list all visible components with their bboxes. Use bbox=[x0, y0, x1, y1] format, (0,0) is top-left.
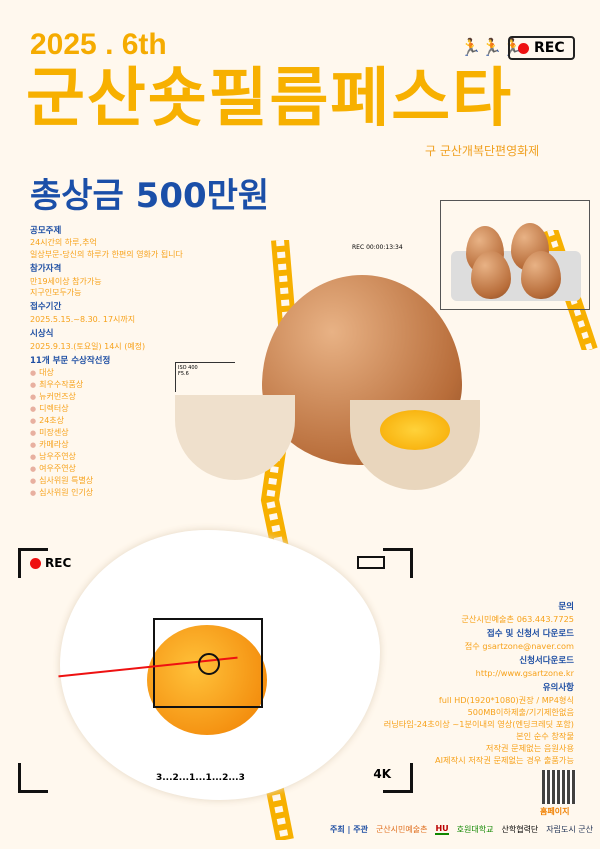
award-item: 여우주연상 bbox=[30, 463, 183, 475]
note-item: full HD(1920*1080)권장 / MP4형식 bbox=[438, 695, 574, 705]
note-item: AI제작시 저작권 문제없는 경우 출품가능 bbox=[435, 755, 574, 765]
theme-line: 일상부문-당신의 하루가 한편의 영화가 됩니다 bbox=[30, 249, 183, 259]
period-heading: 접수기간 bbox=[30, 302, 62, 313]
crosshair-icon bbox=[198, 653, 220, 675]
inquiry-heading: 문의 bbox=[558, 602, 574, 612]
sponsor-logo: 산학협력단 bbox=[501, 825, 539, 834]
festival-title: 군산숏필름페스타 bbox=[26, 62, 514, 136]
award-item: 최우수작품상 bbox=[30, 379, 183, 391]
host-label: 주최 | 주관 bbox=[330, 825, 368, 834]
rec-dot-icon bbox=[30, 557, 41, 569]
note-item: 본인 순수 창작물 bbox=[516, 731, 574, 741]
egg-tray-frame bbox=[440, 200, 590, 310]
note-item: 저작권 문제없는 음원사용 bbox=[485, 743, 574, 753]
notes-heading: 유의사항 bbox=[542, 683, 574, 693]
sponsor-logo: 자립도시 군산 bbox=[546, 825, 593, 834]
rec-label: REC bbox=[534, 40, 565, 56]
resolution-label: 4K bbox=[373, 767, 391, 781]
form-link[interactable]: http://www.gsartzone.kr bbox=[475, 668, 574, 678]
ceremony-heading: 시상식 bbox=[30, 329, 54, 340]
form-heading: 신청서다운로드 bbox=[519, 656, 574, 666]
egg bbox=[521, 251, 561, 299]
rec-indicator: REC bbox=[30, 556, 71, 570]
qr-label: 홈페이지 bbox=[540, 807, 570, 816]
award-item: 디렉터상 bbox=[30, 403, 183, 415]
runners-icon: 🏃🏃🏃 bbox=[460, 38, 524, 58]
footer-sponsors: 주최 | 주관 군산시민예술촌 HU 호원대학교 산학협력단 자립도시 군산 bbox=[330, 824, 593, 835]
contact-panel: 문의 군산시민예술촌 063.443.7725 접수 및 신청서 다운로드 접수… bbox=[384, 598, 574, 766]
submit-heading: 접수 및 신청서 다운로드 bbox=[486, 629, 574, 639]
note-item: 러닝타임-24초이상 ~1분이내의 영상(엔딩크레딧 포함) bbox=[383, 719, 574, 729]
inquiry-value: 군산시민예술촌 063.443.7725 bbox=[461, 614, 574, 624]
rec-badge: REC bbox=[508, 36, 575, 60]
fried-egg-yolk bbox=[147, 625, 267, 735]
award-item: 심사위원 인기상 bbox=[30, 487, 183, 499]
cracked-egg-shell bbox=[350, 400, 480, 490]
eligibility-line: 만19세이상 참가가능 bbox=[30, 276, 102, 286]
eligibility-line: 지구인모두가능 bbox=[30, 288, 82, 298]
sponsor-logo: 호원대학교 bbox=[456, 825, 494, 834]
hu-logo: HU bbox=[435, 824, 449, 835]
award-item: 심사위원 특별상 bbox=[30, 475, 183, 487]
award-item: 남우주연상 bbox=[30, 451, 183, 463]
theme-line: 24시간의 하루,추억 bbox=[30, 238, 97, 248]
info-panel: 공모주제 24시간의 하루,추억 일상부문-당신의 하루가 한편의 영화가 됩니… bbox=[30, 222, 183, 499]
focus-box bbox=[153, 618, 263, 708]
rec-dot-icon bbox=[518, 42, 529, 54]
yolk bbox=[380, 410, 450, 450]
award-item: 미장센상 bbox=[30, 427, 183, 439]
countdown-label: 3...2...1...1...2...3 bbox=[156, 773, 245, 783]
battery-icon bbox=[357, 556, 385, 569]
qr-code[interactable] bbox=[542, 770, 576, 804]
award-item: 뉴커먼즈상 bbox=[30, 391, 183, 403]
timecode-readout: REC 00:00:13:34 bbox=[352, 244, 403, 251]
viewfinder-frame: REC 4K 3...2...1...1...2...3 bbox=[18, 548, 413, 793]
ceremony-value: 2025.9.13.(토요일) 14시 (예정) bbox=[30, 341, 146, 351]
egg bbox=[471, 251, 511, 299]
awards-list: 대상 최우수작품상 뉴커먼즈상 디렉터상 24초상 미장센상 카메라상 남우주연… bbox=[30, 367, 183, 499]
sponsor-logo: 군산시민예술촌 bbox=[375, 825, 428, 834]
award-item: 카메라상 bbox=[30, 439, 183, 451]
note-item: 500MB이하제출/기기제한없음 bbox=[467, 707, 574, 717]
prize-heading: 총상금 500만원 bbox=[30, 176, 270, 216]
awards-heading: 11개 부문 수상작선정 bbox=[30, 356, 111, 367]
festival-subtitle: 구 군산개복단편영화제 bbox=[425, 144, 540, 158]
theme-heading: 공모주제 bbox=[30, 226, 62, 236]
submit-email[interactable]: 접수 gsartzone@naver.com bbox=[464, 641, 574, 651]
period-value: 2025.5.15.~8.30. 17시까지 bbox=[30, 314, 136, 324]
eligibility-heading: 참가자격 bbox=[30, 264, 62, 275]
award-item: 24초상 bbox=[30, 415, 183, 427]
year-label: 2025 . 6th bbox=[30, 28, 167, 61]
award-item: 대상 bbox=[30, 367, 183, 379]
